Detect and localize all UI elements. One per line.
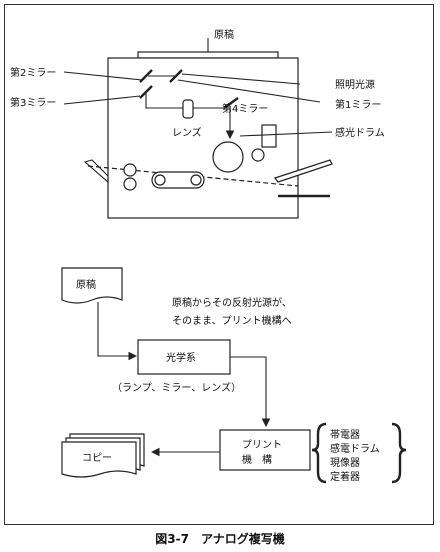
flow-optics-parts: （ランプ、ミラー、レンズ）: [112, 381, 241, 394]
flow-copy-label: コピー: [82, 452, 112, 464]
belt-roller-left: [154, 174, 166, 186]
leader-light: [181, 73, 301, 85]
lens-shape: [182, 99, 194, 119]
component-charger: 帯電器: [330, 428, 360, 441]
exit-tray-upper: [274, 159, 333, 183]
label-lens: レンズ: [172, 126, 202, 139]
flow-note-line1: 原稿からその反射光源が、: [172, 296, 292, 309]
charger-roller: [251, 148, 265, 162]
label-drum: 感光ドラム: [335, 126, 385, 139]
flow-diagram: 原稿 原稿からその反射光源が、 そのまま、プリント機構へ 光学系 （ランプ、ミラ…: [61, 267, 407, 484]
copier-mechanism: 原稿 第2ミラー 第3ミラー 照明光源 第1ミラー 第4ミラー レンズ 感光ドラ…: [10, 28, 385, 219]
component-drum: 感電ドラム: [330, 442, 380, 455]
flow-print-line2: 機 構: [242, 453, 272, 466]
flow-copy-front: [61, 441, 137, 478]
light-path-2: [145, 92, 230, 109]
flow-print-line1: プリント: [242, 439, 282, 451]
transport-belt: [151, 171, 205, 189]
label-mirror4: 第4ミラー: [222, 102, 268, 115]
leader-mirror1: [177, 79, 321, 103]
arrow-original-to-optics: [97, 302, 138, 361]
component-bracket-right: [391, 422, 407, 484]
label-mirror3: 第3ミラー: [10, 96, 56, 109]
flow-optics-box: [137, 339, 231, 375]
mirror-4-shape: [223, 97, 239, 109]
figure-caption: 図3-7 アナログ複写機: [155, 531, 284, 546]
leader-mirror3: [63, 95, 141, 105]
feed-roller-2: [123, 177, 137, 191]
flow-note-line2: そのまま、プリント機構へ: [172, 314, 292, 327]
label-mirror1: 第1ミラー: [335, 98, 381, 111]
leader-mirror2: [63, 71, 143, 81]
platen-glass: [137, 51, 279, 59]
belt-roller-right: [190, 174, 202, 186]
component-fuser: 定着器: [330, 470, 360, 483]
component-developer: 現像器: [330, 457, 360, 469]
flow-original-label: 原稿: [76, 278, 96, 291]
paper-feed-tray: [83, 159, 109, 184]
flow-optics-label: 光学系: [166, 351, 196, 364]
developer-unit: [261, 124, 277, 148]
label-mirror2: 第2ミラー: [10, 66, 56, 79]
label-original: 原稿: [214, 28, 234, 41]
flow-print-box: [219, 429, 311, 471]
flow-original-box: [61, 267, 123, 304]
arrow-optics-to-print: [230, 356, 271, 428]
drum-shape: [212, 141, 244, 173]
figure-border: [4, 4, 434, 525]
label-light-source: 照明光源: [335, 78, 375, 91]
component-bracket-left: [311, 422, 327, 484]
leader-drum: [239, 131, 333, 137]
feed-roller-1: [123, 163, 137, 177]
